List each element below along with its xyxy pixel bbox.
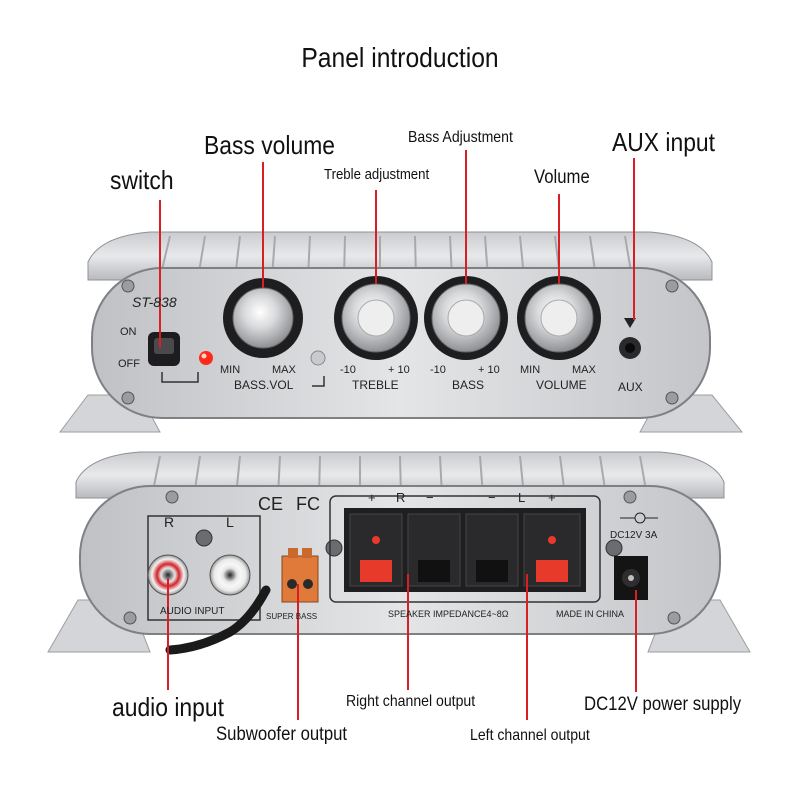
bassvol-name-label: BASS.VOL	[234, 378, 294, 392]
bassvol-max-label: MAX	[272, 364, 296, 376]
bassvol-min-label: MIN	[220, 364, 241, 376]
rca-r-label: R	[164, 514, 175, 530]
callout-aux-input: AUX input	[612, 127, 716, 157]
power-led	[199, 351, 213, 365]
callout-switch: switch	[110, 165, 174, 195]
switch-on-label: ON	[120, 326, 137, 338]
spk-minus2-label: −	[488, 490, 496, 505]
volume-name-label: VOLUME	[536, 378, 587, 392]
bass-knob[interactable]	[424, 276, 508, 360]
callout-treble-adjustment: Treble adjustment	[324, 166, 430, 183]
subwoofer-terminal[interactable]	[281, 555, 319, 603]
treble-max-label: + 10	[388, 364, 410, 376]
callout-left-channel-output: Left channel output	[470, 727, 590, 744]
audio-input-print: AUDIO INPUT	[160, 606, 225, 617]
volume-min-label: MIN	[520, 364, 541, 376]
rca-left-jack[interactable]	[209, 554, 251, 596]
speaker-impedance-print: SPEAKER IMPEDANCE4~8Ω	[388, 609, 509, 619]
treble-knob[interactable]	[334, 276, 418, 360]
bass-min-label: -10	[430, 364, 446, 376]
callout-volume: Volume	[534, 167, 590, 188]
treble-name-label: TREBLE	[352, 378, 399, 392]
treble-min-label: -10	[340, 364, 356, 376]
bass-max-label: + 10	[478, 364, 500, 376]
page-title: Panel introduction	[301, 42, 499, 73]
spk-plus1-label: +	[368, 490, 376, 505]
spk-r-label: R	[396, 490, 406, 505]
super-bass-print: SUPER BASS	[266, 612, 318, 621]
aux-label: AUX	[618, 380, 643, 394]
front-unit	[58, 231, 744, 433]
bass-volume-knob[interactable]	[223, 278, 303, 358]
callout-bass-volume: Bass volume	[204, 130, 335, 160]
callout-power-supply: DC12V power supply	[584, 694, 742, 715]
made-in-print: MADE IN CHINA	[556, 609, 625, 619]
callout-subwoofer-output: Subwoofer output	[216, 724, 348, 745]
rear-unit	[47, 451, 751, 655]
volume-knob[interactable]	[517, 276, 601, 360]
fc-mark: FC	[296, 494, 320, 514]
ce-mark: CE	[258, 494, 284, 514]
leader-lines	[159, 150, 637, 720]
dc-rating-print: DC12V 3A	[610, 530, 658, 541]
callout-audio-input: audio input	[112, 692, 224, 722]
callout-right-channel-output: Right channel output	[346, 693, 476, 710]
spk-l-label: L	[518, 490, 526, 505]
volume-max-label: MAX	[572, 364, 596, 376]
bass-name-label: BASS	[452, 378, 485, 392]
model-label: ST-838	[132, 294, 177, 310]
spk-plus2-label: +	[548, 490, 556, 505]
callout-bass-adjustment: Bass Adjustment	[408, 129, 513, 146]
spk-minus1-label: −	[426, 490, 434, 505]
switch-off-label: OFF	[118, 358, 140, 370]
rca-l-label: L	[226, 514, 234, 530]
